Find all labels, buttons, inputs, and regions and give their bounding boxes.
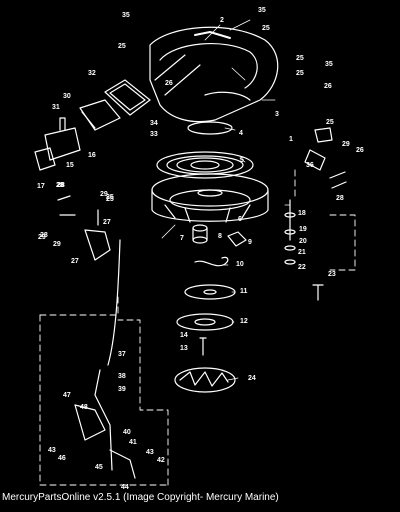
- bracket: [34, 117, 81, 171]
- washer-4: [187, 121, 233, 135]
- part-callout-19: 19: [299, 226, 307, 233]
- stator-24: [174, 367, 236, 393]
- part-callout-8: 8: [218, 233, 222, 240]
- part-callout-37: 37: [118, 351, 126, 358]
- dashed-boundary: [39, 169, 356, 486]
- part-callout-40: 40: [123, 429, 131, 436]
- part-callout-29: 29: [53, 241, 61, 248]
- link-arm: [57, 195, 111, 261]
- part-callout-43: 43: [48, 447, 56, 454]
- part-callout-27: 27: [103, 219, 111, 226]
- part-callout-15: 15: [66, 162, 74, 169]
- part-callout-31: 31: [52, 104, 60, 111]
- part-callout-23: 23: [328, 271, 336, 278]
- part-callout-1: 1: [289, 136, 293, 143]
- flywheel: [151, 173, 269, 223]
- part-callout-38: 38: [118, 373, 126, 380]
- part-callout-48: 48: [80, 404, 88, 411]
- part-callout-5: 5: [240, 157, 244, 164]
- rope-pulley: [156, 151, 254, 179]
- part-callout-25: 25: [296, 55, 304, 62]
- part-callout-25: 25: [296, 70, 304, 77]
- part-callout-26: 26: [165, 80, 173, 87]
- part-callout-29: 29: [100, 191, 108, 198]
- part-callout-36: 36: [306, 162, 314, 169]
- part-callout-35: 35: [325, 61, 333, 68]
- part-callout-25: 25: [106, 194, 114, 201]
- part-callout-25: 25: [118, 43, 126, 50]
- starter-handle: [79, 79, 151, 131]
- part-callout-28: 28: [336, 195, 344, 202]
- part-callout-33: 33: [150, 131, 158, 138]
- bolt-13: [199, 337, 207, 356]
- part-callout-22: 22: [298, 264, 306, 271]
- part-callout-44: 44: [121, 484, 129, 491]
- part-callout-11: 11: [240, 288, 248, 295]
- part-callout-17: 17: [37, 183, 45, 190]
- leader-lines: [161, 19, 291, 381]
- recoil-housing: [149, 26, 279, 123]
- part-callout-43: 43: [146, 449, 154, 456]
- part-callout-18: 18: [298, 210, 306, 217]
- part-callout-47: 47: [63, 392, 71, 399]
- part-callout-24: 24: [248, 375, 256, 382]
- part-callout-42: 42: [157, 457, 165, 464]
- drive-plate-12: [176, 313, 234, 331]
- pawl: [227, 231, 247, 247]
- part-callout-34: 34: [150, 120, 158, 127]
- part-callout-9: 9: [248, 239, 252, 246]
- part-callout-27: 27: [71, 258, 79, 265]
- part-callout-32: 32: [88, 70, 96, 77]
- part-callout-26: 26: [356, 147, 364, 154]
- part-callout-35: 35: [122, 12, 130, 19]
- part-callout-29: 29: [38, 234, 46, 241]
- part-callout-6: 6: [238, 216, 242, 223]
- part-callout-7: 7: [180, 235, 184, 242]
- part-callout-25: 25: [106, 196, 114, 203]
- part-callout-16: 16: [88, 152, 96, 159]
- part-callout-29: 29: [342, 141, 350, 148]
- part-callout-25: 25: [326, 119, 334, 126]
- part-callout-2: 2: [220, 17, 224, 24]
- linkage-rods: [74, 239, 136, 479]
- part-callout-28: 28: [56, 182, 64, 189]
- part-callout-21: 21: [298, 249, 306, 256]
- part-callout-25: 25: [262, 25, 270, 32]
- part-callout-13: 13: [180, 345, 188, 352]
- part-callout-41: 41: [129, 439, 137, 446]
- part-callout-28: 28: [57, 182, 65, 189]
- part-callout-20: 20: [299, 238, 307, 245]
- part-callout-14: 14: [180, 332, 188, 339]
- part-callout-46: 46: [58, 455, 66, 462]
- part-callout-45: 45: [95, 464, 103, 471]
- part-callout-35: 35: [258, 7, 266, 14]
- part-callout-28: 28: [40, 232, 48, 239]
- image-caption: MercuryPartsOnline v2.5.1 (Image Copyrig…: [2, 492, 279, 503]
- part-callout-39: 39: [118, 386, 126, 393]
- part-callout-12: 12: [240, 318, 248, 325]
- part-callout-10: 10: [236, 261, 244, 268]
- part-callout-3: 3: [275, 111, 279, 118]
- part-callout-26: 26: [324, 83, 332, 90]
- right-fasteners: [284, 127, 347, 301]
- part-callout-4: 4: [239, 130, 243, 137]
- washer-11: [184, 284, 236, 300]
- part-callout-30: 30: [63, 93, 71, 100]
- spring-10: [194, 256, 229, 267]
- bushing-7: [192, 224, 208, 244]
